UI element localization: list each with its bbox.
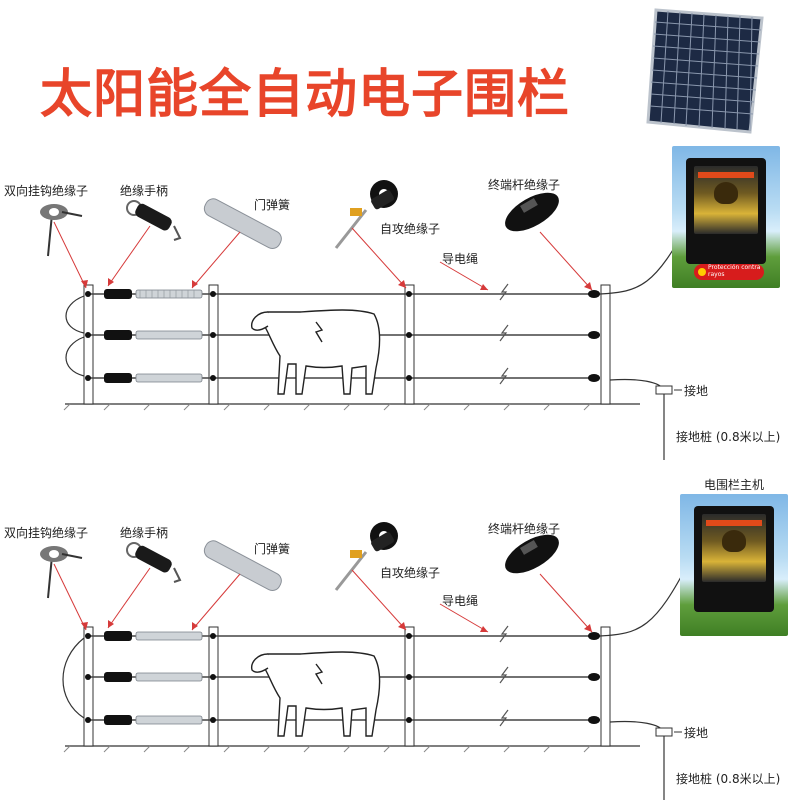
label-wire-top: 导电绳 xyxy=(442,252,479,266)
bull-logo-icon xyxy=(722,530,746,552)
end-post-insulator-icon-top xyxy=(505,192,559,232)
solar-panel-icon xyxy=(646,8,764,134)
post-1-top xyxy=(83,284,94,405)
post-4-top xyxy=(600,284,611,405)
gate-springs-top xyxy=(135,289,203,383)
lightning-protection-badge: Protección contra rayos xyxy=(694,264,764,280)
energizer-band xyxy=(706,520,762,526)
label-end-post-bottom: 终端杆绝缘子 xyxy=(488,522,561,536)
label-wire-bottom: 导电绳 xyxy=(442,594,479,608)
label-self-tap-top: 自攻绝缘子 xyxy=(380,222,441,236)
badge-text: Protección contra rayos xyxy=(708,264,761,278)
insulated-handle-icon-top xyxy=(126,200,182,241)
energizer-band xyxy=(698,172,754,178)
page-title: 太阳能全自动电子围栏 xyxy=(40,65,571,125)
label-ground-bottom: 接地 xyxy=(684,726,709,740)
label-handle-top: 绝缘手柄 xyxy=(120,184,169,198)
self-tap-insulator-icon-top xyxy=(334,180,398,249)
post-3-top xyxy=(404,284,415,405)
label-double-hook-top: 双向挂钩绝缘子 xyxy=(4,184,89,198)
label-ground-rod-top: 接地桩 (0.8米以上) xyxy=(676,430,781,444)
label-gate-spring-top: 门弹簧 xyxy=(254,198,291,212)
double-hook-insulator-icon-top xyxy=(40,204,83,257)
label-double-hook-bottom: 双向挂钩绝缘子 xyxy=(4,526,89,540)
badge-dot-icon xyxy=(698,268,706,276)
label-ground-top: 接地 xyxy=(684,384,709,398)
gate-spring-icon-top xyxy=(203,198,282,250)
solar-panel xyxy=(646,6,770,136)
bull-logo-icon xyxy=(714,182,738,204)
label-ground-rod-bottom: 接地桩 (0.8米以上) xyxy=(676,772,781,786)
label-handle-bottom: 绝缘手柄 xyxy=(120,526,169,540)
post-2-top xyxy=(208,284,219,405)
gate-handles-top xyxy=(104,289,132,383)
energizer-bottom: Protección contra rayos xyxy=(680,494,788,636)
label-self-tap-bottom: 自攻绝缘子 xyxy=(380,566,441,580)
label-end-post-top: 终端杆绝缘子 xyxy=(488,178,561,192)
cow-top xyxy=(251,309,381,395)
label-gate-spring-bottom: 门弹簧 xyxy=(254,542,291,556)
energizer-top: Protección contra rayos xyxy=(672,146,780,288)
label-host: 电围栏主机 xyxy=(704,478,765,492)
